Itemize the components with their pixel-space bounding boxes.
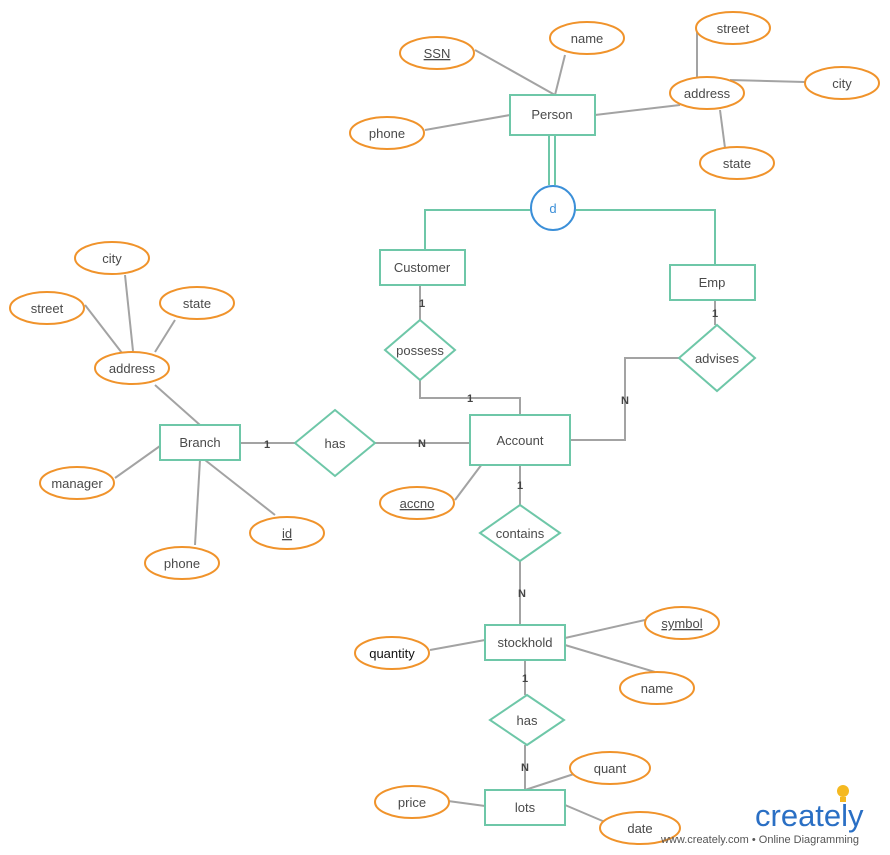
entity-branch[interactable]: Branch [159, 424, 241, 461]
attr-branch-manager[interactable]: manager [39, 466, 115, 500]
attr-branch-id[interactable]: id [249, 516, 325, 550]
relationship-possess-label: possess [396, 343, 444, 358]
card-contains-stockhold: N [518, 588, 526, 600]
attr-stock-quantity[interactable]: quantity [354, 636, 430, 670]
attr-stock-name-label: name [641, 681, 674, 696]
entity-person-label: Person [531, 107, 572, 122]
attr-account-accno[interactable]: accno [379, 486, 455, 520]
relationship-advises[interactable]: advises [677, 323, 757, 393]
card-has-account: N [418, 438, 426, 450]
attr-person-ssn[interactable]: SSN [399, 36, 475, 70]
attr-stock-symbol[interactable]: symbol [644, 606, 720, 640]
card-branch-has: 1 [264, 439, 270, 451]
attr-lots-quant-label: quant [594, 761, 627, 776]
disjoint-label: d [549, 201, 556, 216]
creately-tagline: www.creately.com • Online Diagramming [660, 834, 859, 846]
entity-person[interactable]: Person [509, 94, 596, 136]
disjoint-specialization[interactable]: d [530, 185, 576, 231]
attr-branch-street-label: street [31, 301, 64, 316]
relationship-branch-has[interactable]: has [293, 408, 377, 478]
card-possess-account: 1 [467, 393, 473, 405]
card-customer-possess: 1 [419, 298, 425, 310]
attr-branch-city[interactable]: city [74, 241, 150, 275]
entity-stockhold-label: stockhold [498, 635, 553, 650]
attr-lots-price[interactable]: price [374, 785, 450, 819]
attr-person-phone-label: phone [369, 126, 405, 141]
attr-stock-symbol-label: symbol [661, 616, 702, 631]
relationship-stock-has[interactable]: has [488, 693, 566, 747]
attr-branch-phone-label: phone [164, 556, 200, 571]
attr-lots-price-label: price [398, 795, 426, 810]
attr-lots-date[interactable]: date [599, 811, 681, 845]
entity-emp-label: Emp [699, 275, 726, 290]
entity-lots[interactable]: lots [484, 789, 566, 826]
relationship-contains-label: contains [496, 526, 545, 541]
attr-person-state-label: state [723, 156, 751, 171]
attr-person-city-label: city [832, 76, 852, 91]
card-stockhold-has: 1 [522, 673, 528, 685]
attr-person-state[interactable]: state [699, 146, 775, 180]
entity-stockhold[interactable]: stockhold [484, 624, 566, 661]
entity-customer[interactable]: Customer [379, 249, 466, 286]
attr-account-accno-label: accno [400, 496, 435, 511]
attr-lots-quant[interactable]: quant [569, 751, 651, 785]
attr-branch-state-label: state [183, 296, 211, 311]
attr-person-name-label: name [571, 31, 604, 46]
attr-branch-address[interactable]: address [94, 351, 170, 385]
attr-branch-id-label: id [282, 526, 292, 541]
entity-branch-label: Branch [179, 435, 220, 450]
attr-person-address-label: address [684, 86, 731, 101]
entity-account-label: Account [497, 433, 544, 448]
attr-branch-state[interactable]: state [159, 286, 235, 320]
creately-logo[interactable]: creately www.creately.com • Online Diagr… [660, 785, 864, 846]
attr-branch-manager-label: manager [51, 476, 103, 491]
lightbulb-icon [837, 785, 849, 802]
attr-person-city[interactable]: city [804, 66, 880, 100]
cardinality-labels: 1 1 1 N 1 N 1 N 1 N [264, 298, 718, 774]
attr-branch-phone[interactable]: phone [144, 546, 220, 580]
attr-stock-name[interactable]: name [619, 671, 695, 705]
relationship-contains[interactable]: contains [478, 503, 562, 563]
attr-branch-city-label: city [102, 251, 122, 266]
attr-person-ssn-label: SSN [424, 46, 451, 61]
entity-customer-label: Customer [394, 260, 451, 275]
relationship-possess[interactable]: possess [383, 318, 457, 382]
card-has-lots: N [521, 762, 529, 774]
attr-person-street[interactable]: street [695, 11, 771, 45]
attr-person-street-label: street [717, 21, 750, 36]
attr-person-address[interactable]: address [669, 76, 745, 110]
attr-stock-quantity-label: quantity [369, 646, 415, 661]
card-advises-account: N [621, 395, 629, 407]
entity-account[interactable]: Account [469, 414, 571, 466]
attr-lots-date-label: date [627, 821, 652, 836]
relationship-advises-label: advises [695, 351, 740, 366]
card-emp-advises: 1 [712, 308, 718, 320]
relationship-branch-has-label: has [325, 436, 346, 451]
creately-logo-text: creately [755, 798, 864, 833]
entity-emp[interactable]: Emp [669, 264, 756, 301]
card-account-contains: 1 [517, 480, 523, 492]
relationship-stock-has-label: has [517, 713, 538, 728]
attr-branch-street[interactable]: street [9, 291, 85, 325]
attr-branch-address-label: address [109, 361, 156, 376]
entity-lots-label: lots [515, 800, 536, 815]
connectors [84, 28, 806, 823]
attr-person-phone[interactable]: phone [349, 116, 425, 150]
attr-person-name[interactable]: name [549, 21, 625, 55]
